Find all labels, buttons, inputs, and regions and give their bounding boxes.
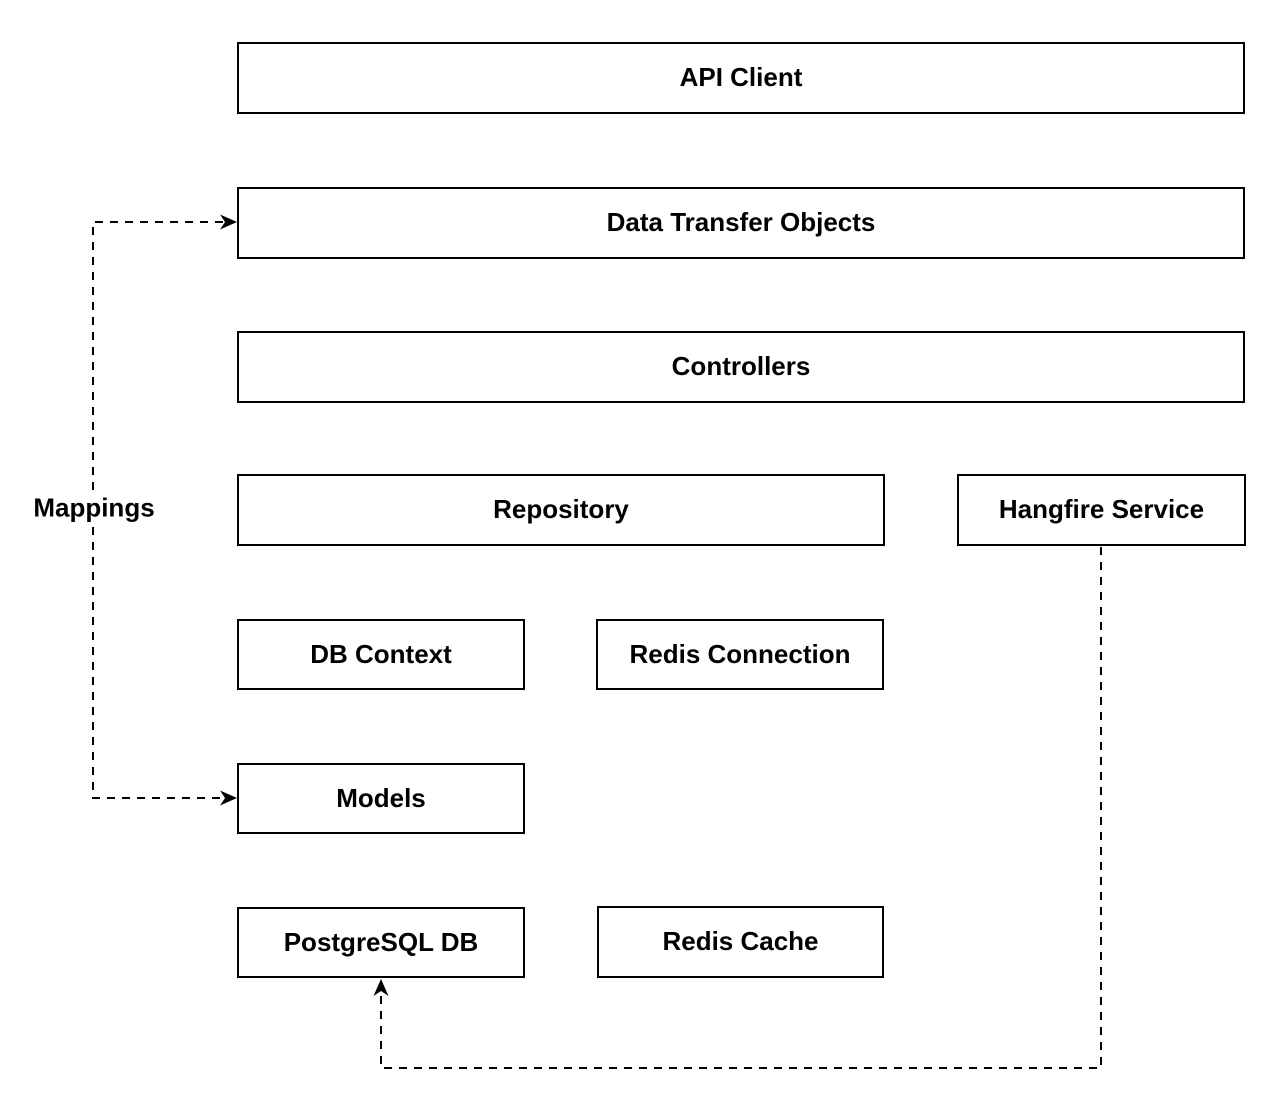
node-db-context-label: DB Context	[310, 638, 452, 669]
node-api-client-label: API Client	[679, 62, 803, 93]
hangfire-to-postgresql-edge-line	[380, 547, 1102, 1069]
node-repository-label: Repository	[493, 494, 629, 525]
node-data-transfer-objects: Data Transfer Objects	[237, 187, 1245, 259]
hangfire-to-postgresql-edge-arrow	[373, 979, 389, 996]
node-postgresql-db: PostgreSQL DB	[237, 907, 525, 978]
node-redis-cache-label: Redis Cache	[662, 926, 819, 957]
node-controllers-label: Controllers	[671, 351, 811, 382]
node-redis-connection-label: Redis Connection	[629, 638, 851, 669]
mappings-edge-label: Mappings	[31, 491, 157, 525]
node-api-client: API Client	[237, 42, 1245, 114]
node-hangfire-service-label: Hangfire Service	[998, 494, 1205, 525]
mappings-edge-arrow-dto	[220, 214, 237, 230]
node-hangfire-service: Hangfire Service	[957, 474, 1246, 546]
node-repository: Repository	[237, 474, 885, 546]
node-postgresql-db-label: PostgreSQL DB	[283, 926, 479, 957]
node-redis-cache: Redis Cache	[597, 906, 884, 978]
node-redis-connection: Redis Connection	[596, 619, 884, 690]
node-data-transfer-objects-label: Data Transfer Objects	[606, 207, 876, 238]
mappings-edge-arrow-models	[220, 790, 237, 806]
mappings-edge-line	[92, 221, 223, 799]
node-models-label: Models	[336, 782, 426, 813]
node-models: Models	[237, 763, 525, 834]
node-controllers: Controllers	[237, 331, 1245, 403]
node-db-context: DB Context	[237, 619, 525, 690]
